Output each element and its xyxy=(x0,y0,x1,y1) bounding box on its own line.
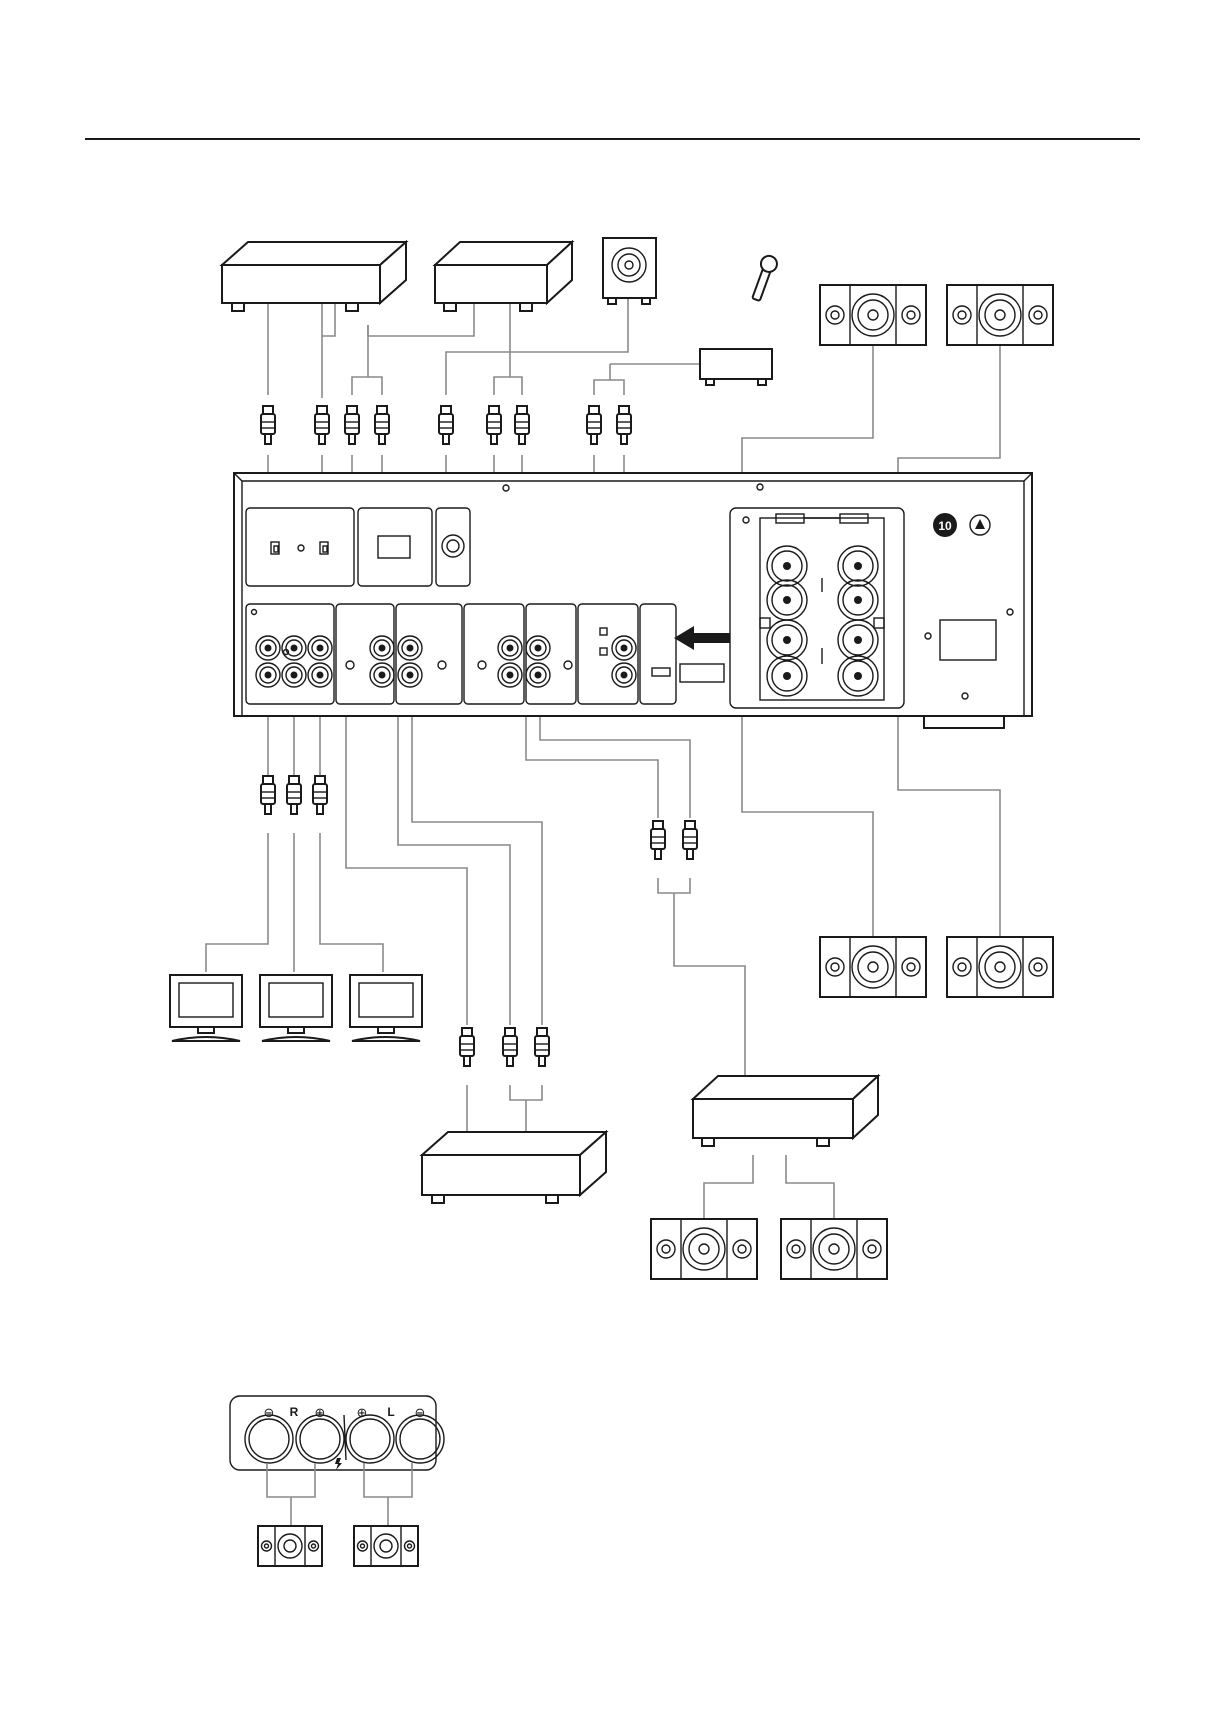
monitor-1 xyxy=(170,975,242,1041)
svg-text:⊖: ⊖ xyxy=(415,1406,426,1421)
zone-speaker-right xyxy=(781,1219,887,1279)
zone-speaker-left xyxy=(651,1219,757,1279)
monitor-2 xyxy=(260,975,332,1041)
monitor-3 xyxy=(350,975,422,1041)
processor-device xyxy=(700,349,772,385)
rear-speaker-right xyxy=(947,937,1053,997)
label-left: L xyxy=(387,1405,394,1419)
detail-speaker-left xyxy=(354,1526,418,1566)
badge-number: 10 xyxy=(938,519,952,533)
top-rca-plugs xyxy=(261,406,631,444)
receiver-rear-panel: 10 xyxy=(234,473,1032,728)
detail-speaker-right xyxy=(258,1526,322,1566)
recorder-device xyxy=(422,1132,606,1203)
front-speaker-right xyxy=(947,285,1053,345)
svg-text:⊕: ⊕ xyxy=(315,1406,326,1421)
svg-text:⊕: ⊕ xyxy=(357,1406,368,1421)
microphone-icon xyxy=(748,254,779,303)
front-speaker-left xyxy=(820,285,926,345)
zone-amplifier-device xyxy=(693,1076,878,1146)
subwoofer xyxy=(603,238,656,304)
speaker-terminal-detail: ⊖ R ⊕ ⊕ L ⊖ xyxy=(230,1396,444,1525)
source-device-2 xyxy=(435,242,572,311)
rear-speaker-left xyxy=(820,937,926,997)
source-device-1 xyxy=(222,242,406,311)
label-right: R xyxy=(290,1405,299,1419)
svg-text:⊖: ⊖ xyxy=(264,1406,275,1421)
